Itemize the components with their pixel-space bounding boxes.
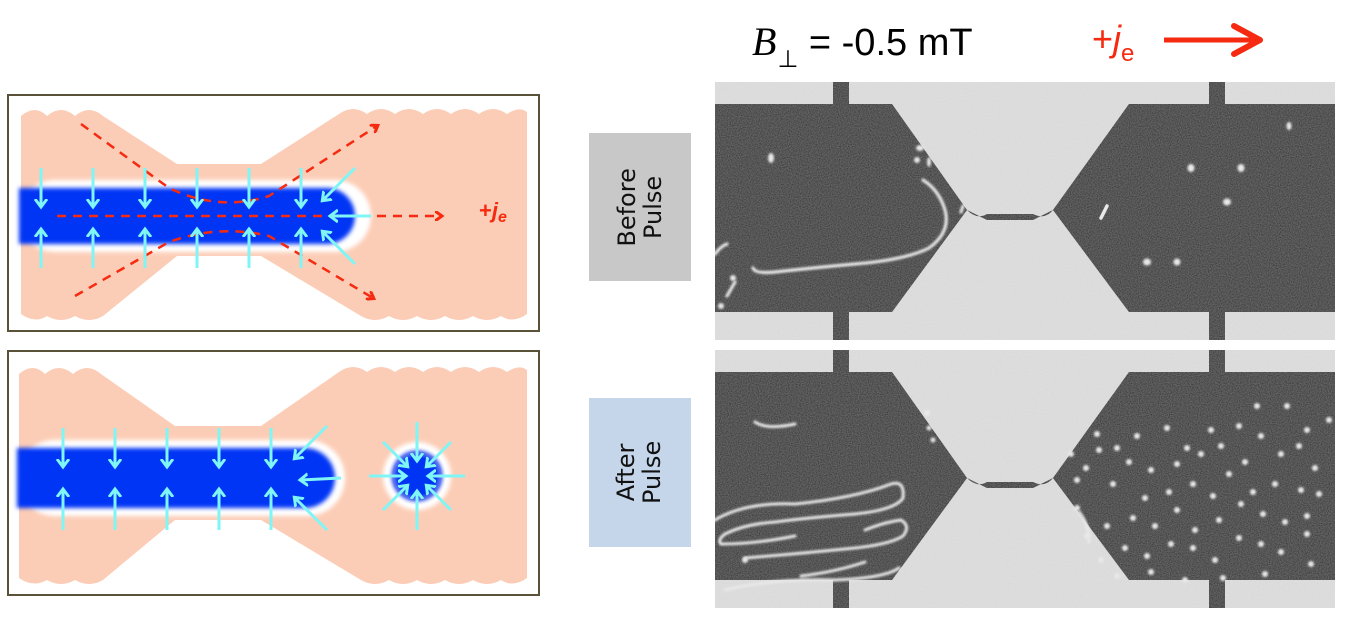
field-symbol: B	[752, 19, 777, 64]
schematic-after-drawing	[17, 367, 527, 584]
after-pulse-label: After Pulse	[589, 398, 691, 547]
current-prefix: +	[1092, 18, 1114, 59]
micrograph-after	[715, 350, 1335, 608]
field-value: = -0.5 mT	[798, 22, 973, 64]
micrograph-before	[715, 82, 1335, 340]
current-symbol: j	[1113, 18, 1122, 59]
schematic-after-panel	[7, 350, 540, 596]
right-arrow-icon	[1164, 23, 1263, 57]
schematic-before-drawing	[19, 109, 527, 320]
domain-stripe	[17, 448, 335, 508]
current-label: +je	[1092, 18, 1134, 67]
schematic-before-panel: +je	[7, 94, 540, 332]
field-label: B⊥ = -0.5 mT	[752, 18, 973, 73]
current-subscript: e	[1121, 40, 1135, 67]
before-pulse-label: Before Pulse	[589, 133, 691, 281]
schematic-current-label: +je	[479, 198, 507, 226]
field-subscript: ⊥	[777, 46, 799, 73]
film-shape	[715, 104, 1335, 312]
